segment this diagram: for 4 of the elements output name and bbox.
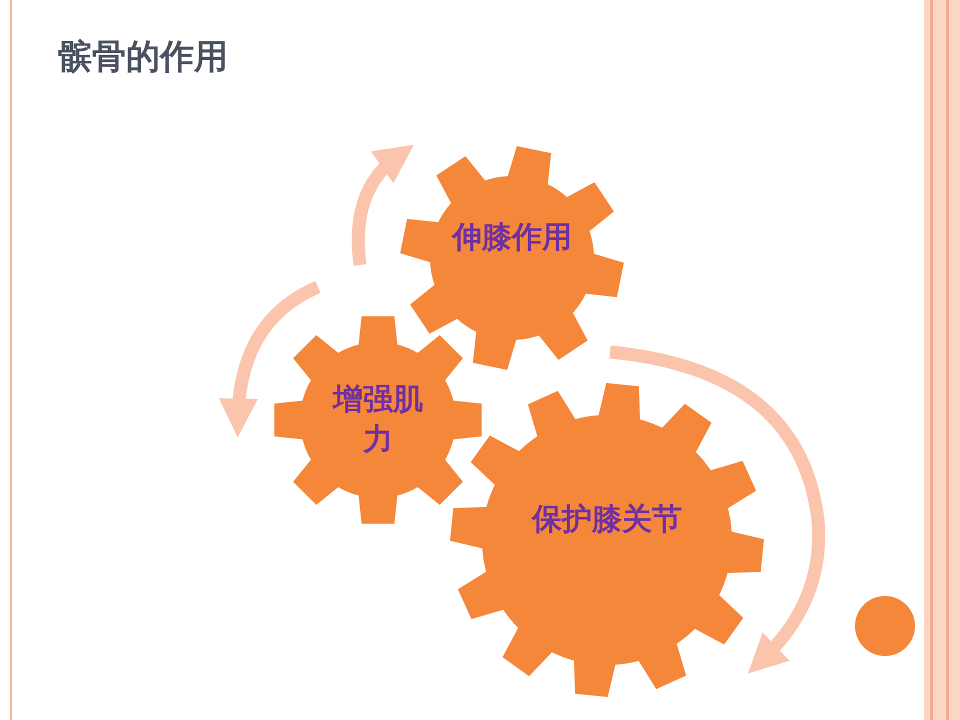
gear-label: 保护膝关节 bbox=[530, 501, 683, 539]
gear-label: 伸膝作用 bbox=[450, 219, 573, 257]
slide-title: 髌骨的作用 bbox=[58, 36, 228, 79]
gear-label: 增强肌力 bbox=[333, 381, 423, 459]
